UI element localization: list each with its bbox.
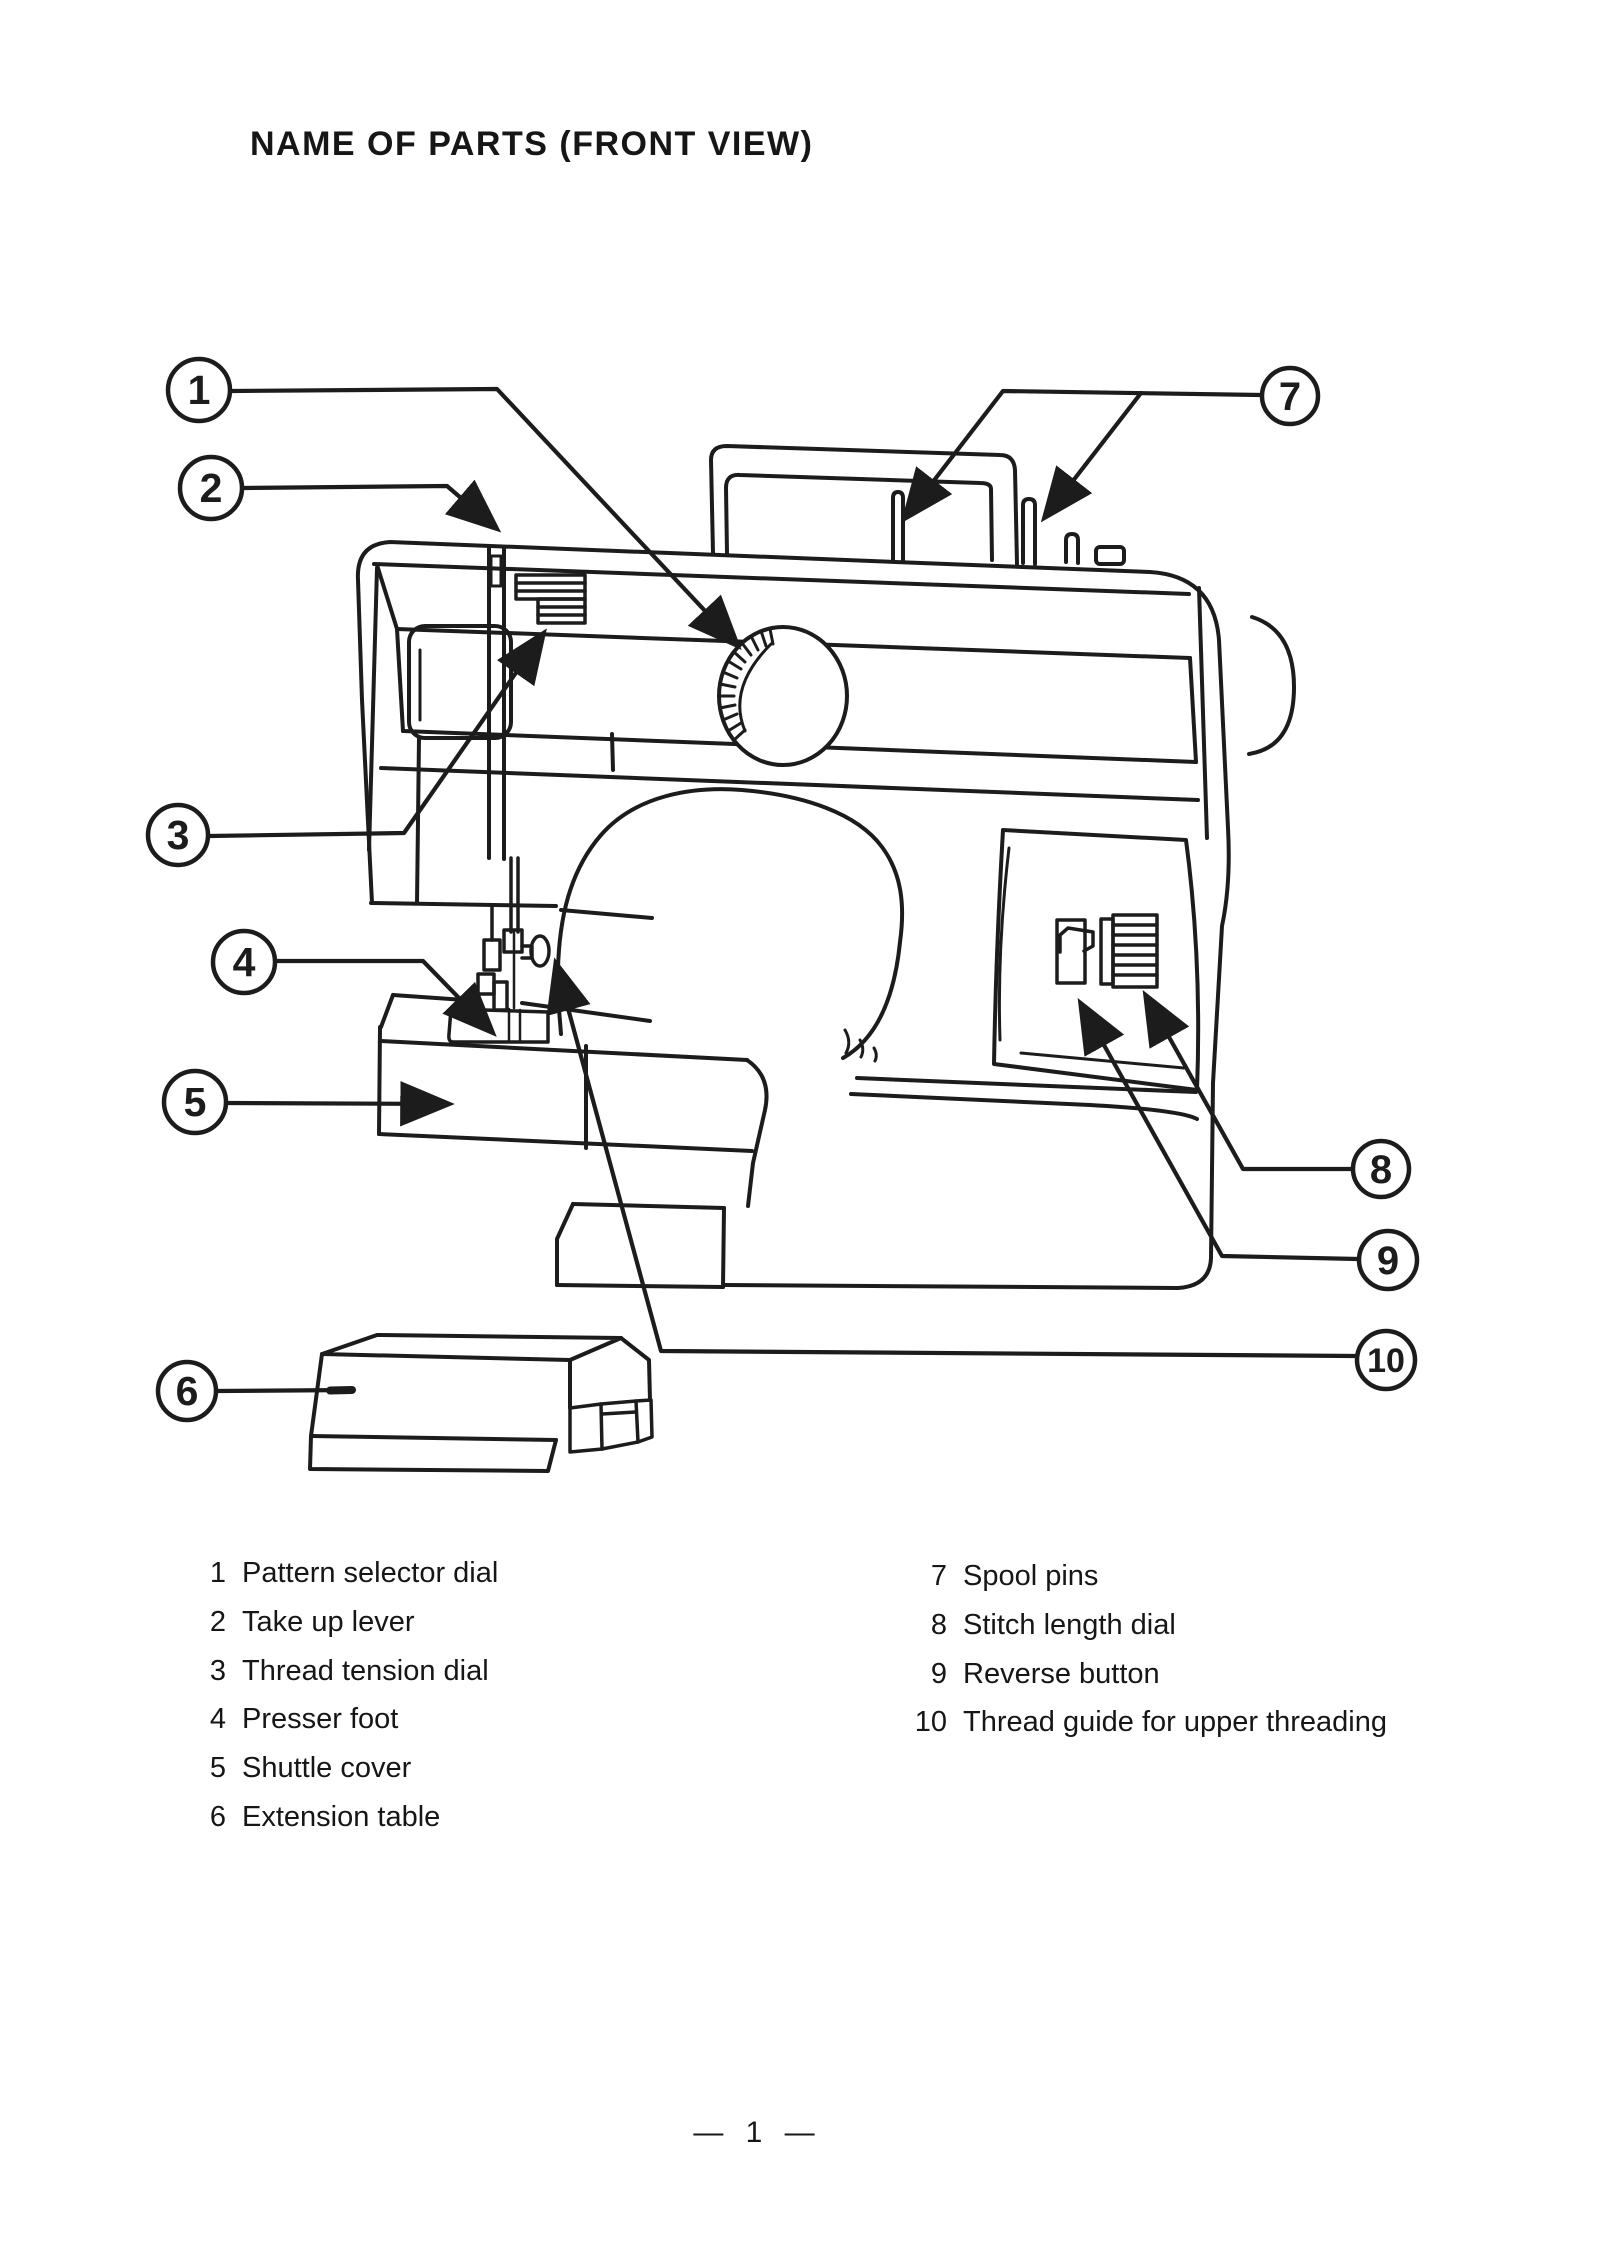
part-label: Thread guide for upper threading — [963, 1706, 1388, 1739]
machine-body-outline — [355, 540, 1231, 1290]
needle-clamp-screw — [529, 934, 551, 968]
part-label: Extension table — [242, 1800, 441, 1833]
leader-line-8 — [1142, 990, 1355, 1172]
leader-line-1 — [228, 386, 742, 650]
extension-table — [308, 1333, 654, 1473]
leader-line-7b — [1040, 390, 1144, 523]
callout-7: 7 — [1259, 365, 1321, 427]
part-label: Presser foot — [242, 1703, 399, 1736]
machine-bed — [377, 993, 1199, 1289]
extension-table-latch — [568, 1398, 654, 1454]
page-title: NAME OF PARTS (FRONT VIEW) — [250, 125, 814, 163]
callout-3-number: 3 — [167, 812, 190, 858]
presser-foot — [447, 1007, 550, 1044]
reverse-button — [1055, 918, 1095, 985]
arm-opening — [555, 787, 905, 1063]
callout-2-number: 2 — [200, 465, 223, 511]
carrying-handle — [709, 444, 1019, 566]
callout-1: 1 — [165, 356, 233, 424]
callout-2: 2 — [177, 454, 245, 522]
spool-pin-left — [891, 490, 905, 563]
leader-line-2 — [240, 479, 502, 533]
part-label: Reverse button — [963, 1657, 1160, 1690]
callout-1-number: 1 — [188, 367, 211, 413]
leader-line-3 — [206, 628, 547, 839]
callout-10-number: 10 — [1367, 1342, 1405, 1380]
part-label: Take up lever — [242, 1605, 415, 1638]
dial-knurling — [717, 627, 775, 742]
callout-5-number: 5 — [184, 1079, 207, 1125]
end-cap-seam — [1197, 586, 1209, 840]
sewing-machine-illustration — [355, 444, 1296, 1290]
callout-4: 4 — [210, 928, 278, 996]
shuttle-cover — [379, 1039, 749, 1062]
callout-6-number: 6 — [176, 1368, 199, 1414]
stitch-control-panel — [992, 828, 1201, 1092]
callout-leader-lines — [206, 386, 1361, 1395]
part-label: Spool pins — [963, 1560, 1099, 1592]
face-plate — [407, 624, 513, 905]
callout-3: 3 — [145, 802, 211, 868]
callout-8: 8 — [1350, 1138, 1412, 1200]
thread-tension-dial — [514, 573, 587, 625]
callout-5: 5 — [161, 1068, 229, 1136]
free-arm-base — [555, 1202, 726, 1289]
bobbin-winder-spindle — [1064, 532, 1080, 565]
head-bottom-edge — [369, 901, 558, 908]
callouts: 1 2 3 4 5 6 7 — [145, 356, 1420, 1423]
leader-line-7 — [900, 388, 1264, 524]
presser-foot-shank — [492, 980, 509, 1012]
callout-9: 9 — [1356, 1228, 1420, 1292]
callout-7-number: 7 — [1279, 375, 1301, 419]
sewing-machine-diagram: 1 2 3 4 5 6 7 — [145, 356, 1420, 1473]
stitch-length-dial — [1099, 913, 1159, 989]
pattern-selector-dial — [717, 625, 849, 767]
take-up-lever-slot — [487, 544, 506, 861]
handwheel — [1247, 615, 1296, 756]
leader-line-4 — [272, 958, 497, 1037]
part-label: Pattern selector dial — [242, 1557, 499, 1589]
part-label: Stitch length dial — [963, 1608, 1176, 1641]
spool-pin-right — [1021, 497, 1037, 566]
power-switch — [1094, 545, 1126, 566]
part-label: Thread tension dial — [242, 1654, 489, 1687]
callout-10: 10 — [1354, 1328, 1418, 1392]
page-number: — 1 — — [693, 2116, 817, 2149]
callout-6: 6 — [155, 1359, 219, 1423]
callout-4-number: 4 — [233, 939, 256, 985]
leader-line-5 — [223, 1081, 455, 1127]
callout-8-number: 8 — [1370, 1148, 1392, 1192]
part-label: Shuttle cover — [242, 1752, 412, 1785]
take-up-lever — [489, 554, 503, 588]
leader-line-10 — [546, 957, 1359, 1359]
leader-line-6 — [213, 1386, 356, 1395]
needle-presser-assembly — [447, 856, 551, 1044]
leader-line-9 — [1077, 998, 1361, 1262]
spool-pins — [891, 490, 1080, 566]
callout-9-number: 9 — [1377, 1239, 1399, 1283]
